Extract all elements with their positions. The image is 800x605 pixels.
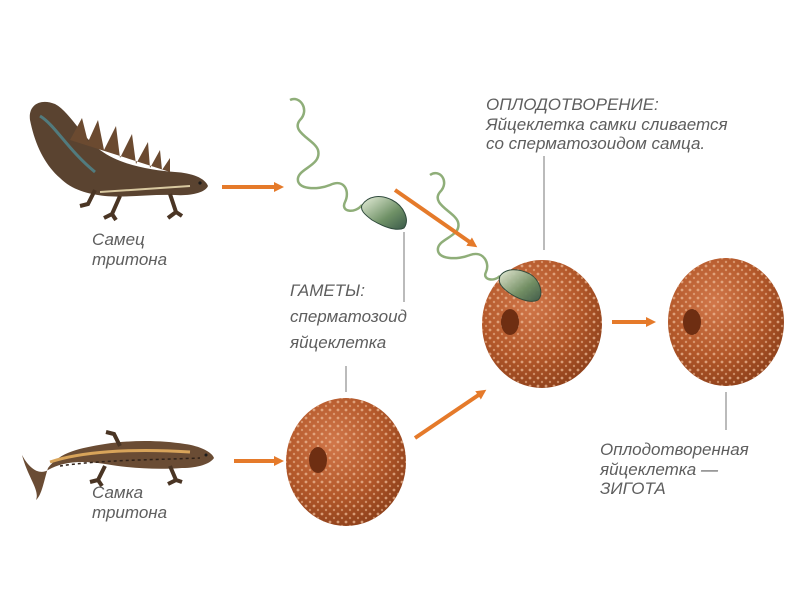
zygote-label-line: яйцеклетка — — [600, 459, 718, 479]
gametes-label: ГАМЕТЫ: сперматозоид яйцеклетка — [290, 278, 407, 356]
process-arrow — [413, 389, 487, 440]
fertilization-title: ОПЛОДОТВОРЕНИЕ: — [486, 95, 659, 114]
zygote-label: Оплодотворенная яйцеклетка — ЗИГОТА — [600, 440, 749, 499]
fertilization-line: со сперматозоидом самца. — [486, 134, 706, 154]
male-label-line: Самец — [92, 230, 145, 249]
gametes-egg: яйцеклетка — [290, 333, 387, 352]
female-newt — [22, 430, 214, 500]
gametes-sperm: сперматозоид — [290, 307, 407, 326]
female-label-line: Самка — [92, 483, 144, 502]
egg-cell — [482, 260, 602, 388]
zygote-cell — [668, 258, 784, 386]
gametes-title: ГАМЕТЫ: — [290, 281, 365, 300]
zygote-label-line: ЗИГОТА — [600, 479, 666, 499]
male-newt-label: Самец тритона — [92, 230, 167, 269]
fertilization-line: Яйцеклетка самки сливается — [486, 114, 728, 134]
male-label-line: тритона — [92, 249, 168, 269]
sperm-cell — [289, 97, 407, 230]
female-newt-label: Самка тритона — [92, 483, 167, 522]
fertilization-label: ОПЛОДОТВОРЕНИЕ: Яйцеклетка самки сливает… — [486, 95, 728, 154]
male-newt — [29, 101, 209, 222]
process-arrow — [393, 188, 478, 248]
female-label-line: тритона — [92, 502, 168, 522]
zygote-label-line: Оплодотворенная — [600, 440, 749, 459]
egg-cell — [286, 398, 406, 526]
